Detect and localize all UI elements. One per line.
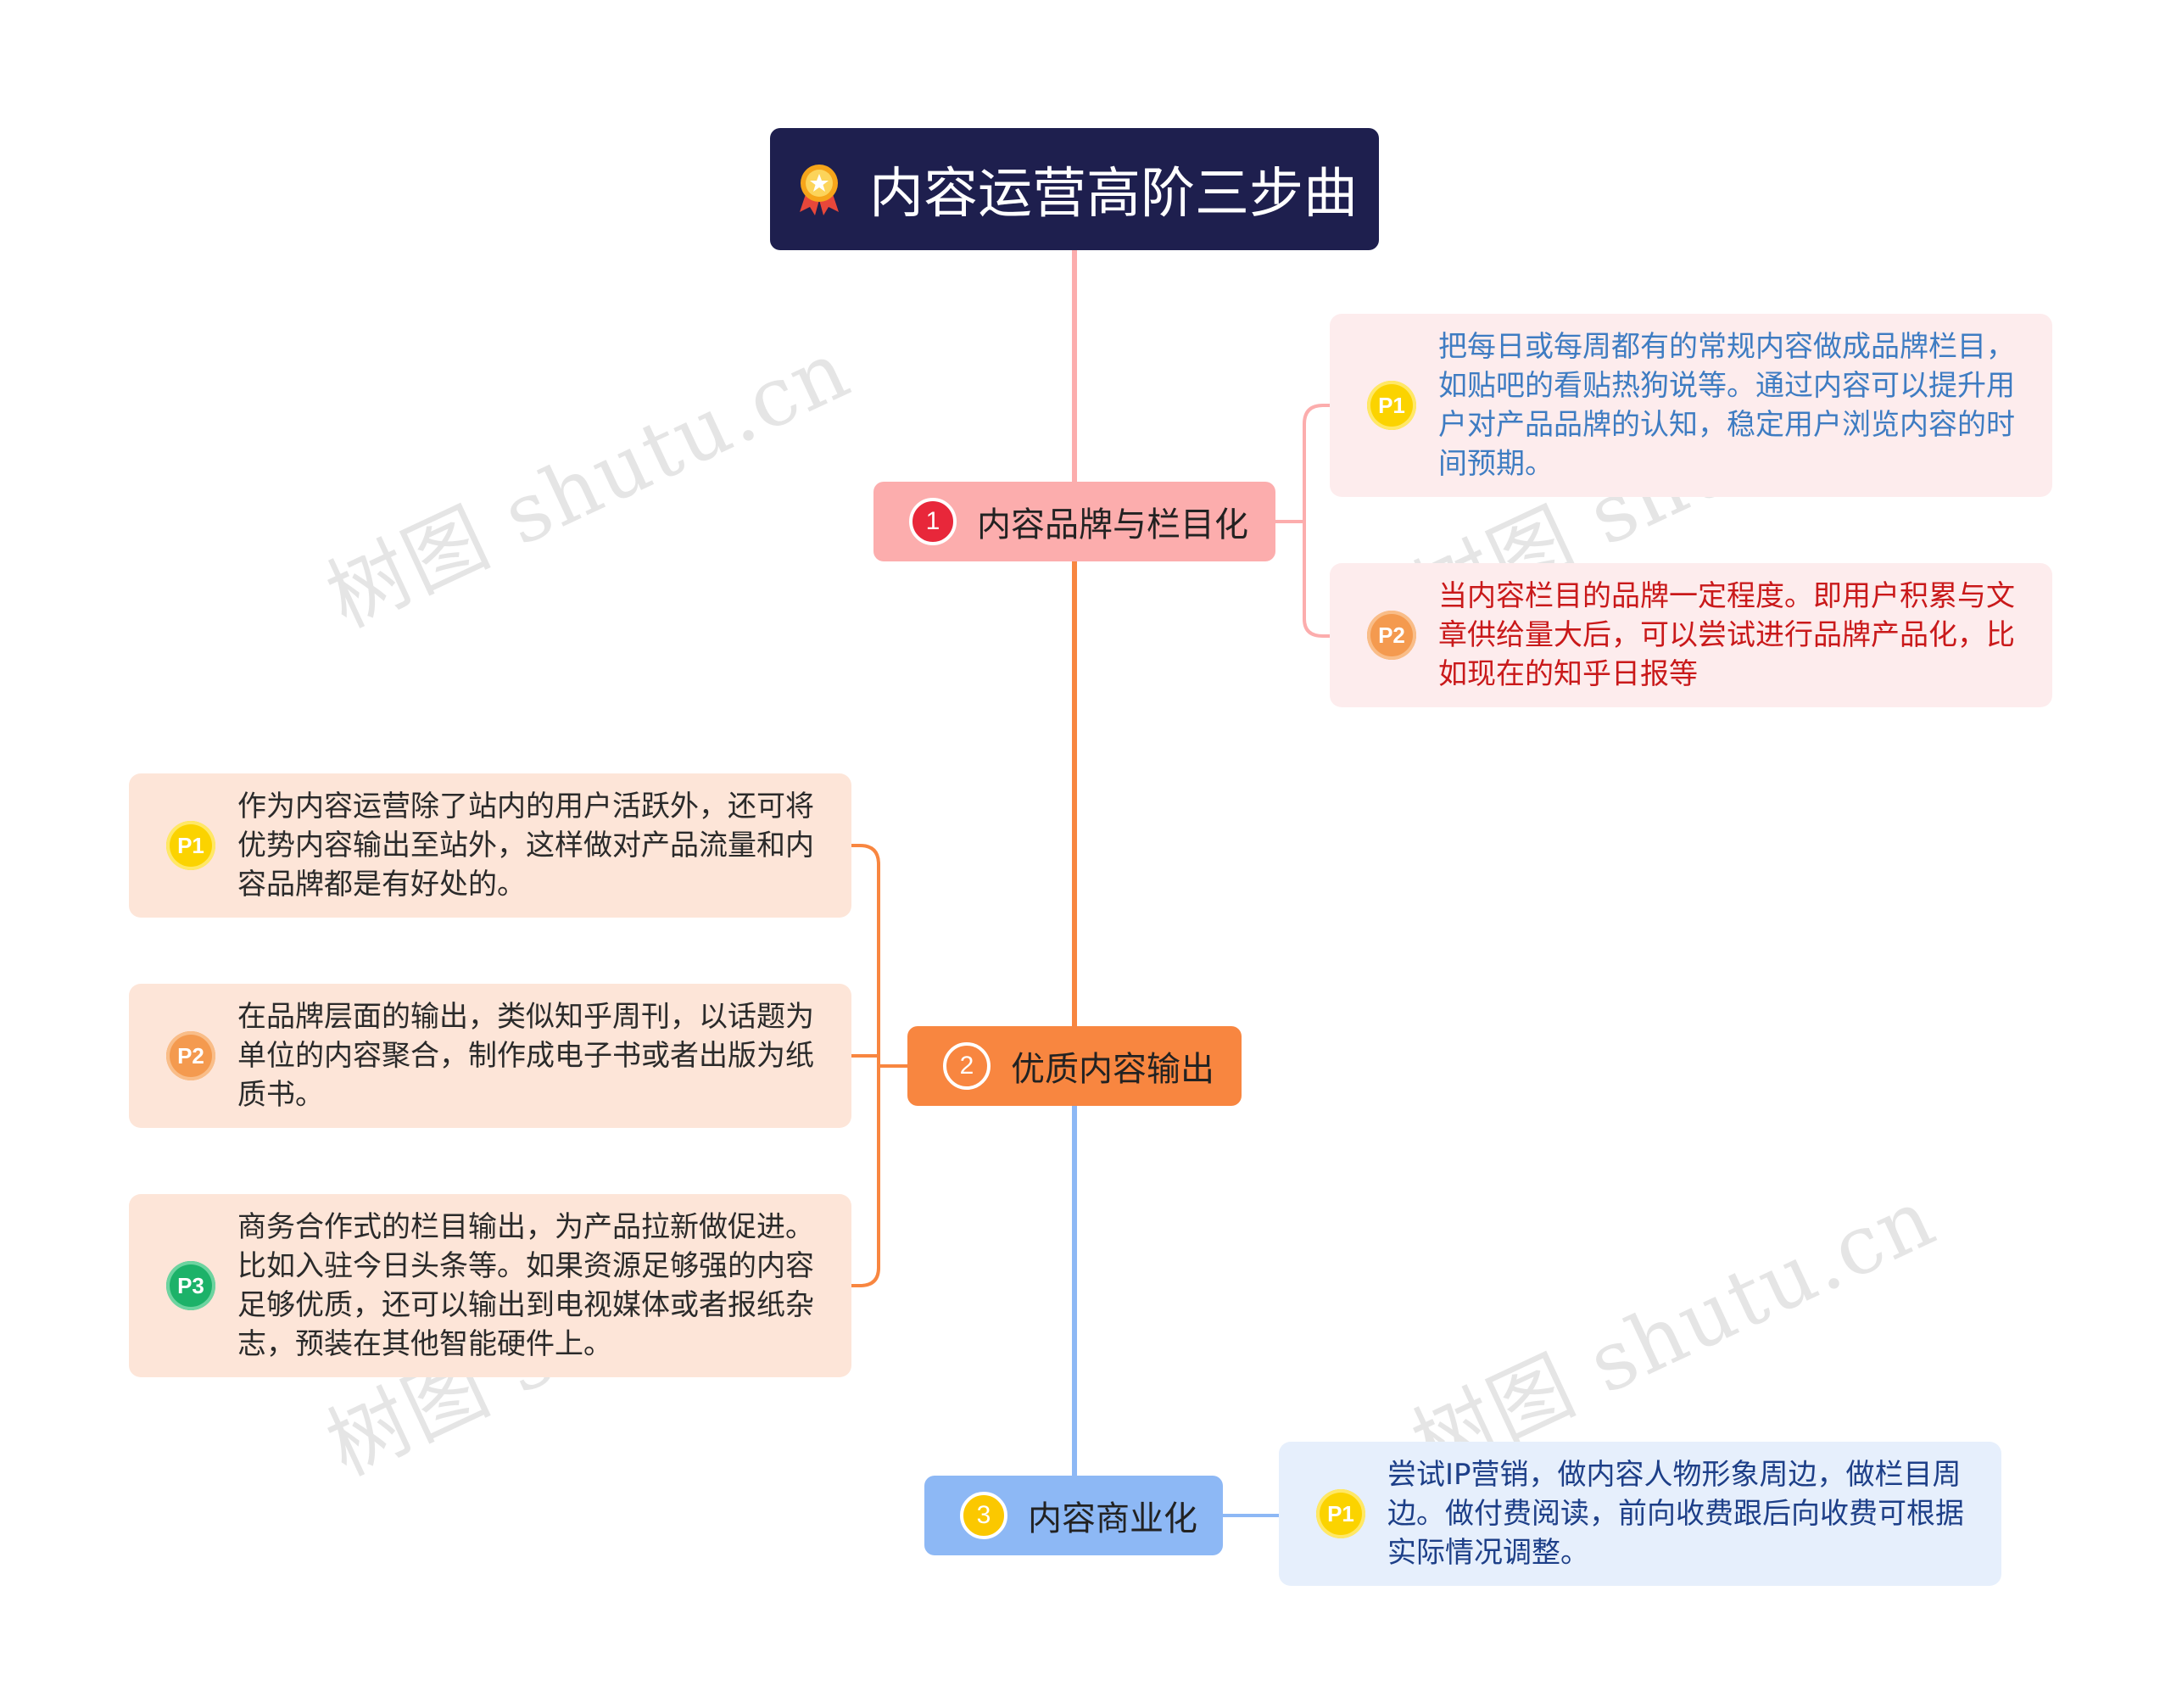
leaf-output-p1[interactable]: P1 作为内容运营除了站内的用户活跃外，还可将优势内容输出至站外，这样做对产品流… [129,773,851,918]
leaf-text: 把每日或每周都有的常规内容做成品牌栏目，如贴吧的看贴热狗说等。通过内容可以提升用… [1438,330,2015,481]
leaf-output-p2[interactable]: P2 在品牌层面的输出，类似知乎周刊，以话题为单位的内容聚合，制作成电子书或者出… [129,984,851,1128]
branch-quality-output[interactable]: 2 优质内容输出 [907,1026,1242,1106]
priority-p1-icon: P1 [166,821,215,870]
leaf-text: 当内容栏目的品牌一定程度。即用户积累与文章供给量大后，可以尝试进行品牌产品化，比… [1438,579,2015,691]
medal-icon [800,165,839,215]
branch-label: 内容商业化 [1028,1499,1197,1538]
root-topic[interactable]: 内容运营高阶三步曲 [770,128,1379,250]
priority-p2-icon: P2 [166,1031,215,1080]
leaf-text: 在品牌层面的输出，类似知乎周刊，以话题为单位的内容聚合，制作成电子书或者出版为纸… [237,1000,814,1112]
priority-p1-icon: P1 [1316,1489,1365,1538]
branch-commercialization[interactable]: 3 内容商业化 [924,1476,1223,1555]
leaf-branding-p2[interactable]: P2 当内容栏目的品牌一定程度。即用户积累与文章供给量大后，可以尝试进行品牌产品… [1330,563,2052,707]
priority-p2-icon: P2 [1367,611,1416,660]
branch-label: 内容品牌与栏目化 [977,505,1248,544]
number-1-icon: 1 [909,498,957,545]
leaf-branding-p1[interactable]: P1 把每日或每周都有的常规内容做成品牌栏目，如贴吧的看贴热狗说等。通过内容可以… [1330,314,2052,497]
leaf-text: 尝试IP营销，做内容人物形象周边，做栏目周边。做付费阅读，前向收费跟后向收费可根… [1387,1458,1964,1570]
priority-p1-icon: P1 [1367,381,1416,430]
root-title: 内容运营高阶三步曲 [869,163,1358,226]
leaf-text: 商务合作式的栏目输出，为产品拉新做促进。比如入驻今日头条等。如果资源足够强的内容… [237,1210,814,1361]
leaf-text: 作为内容运营除了站内的用户活跃外，还可将优势内容输出至站外，这样做对产品流量和内… [237,790,814,901]
branch-label: 优质内容输出 [1011,1050,1214,1089]
number-2-icon: 2 [943,1042,991,1090]
leaf-output-p3[interactable]: P3 商务合作式的栏目输出，为产品拉新做促进。比如入驻今日头条等。如果资源足够强… [129,1194,851,1377]
branch-content-branding[interactable]: 1 内容品牌与栏目化 [873,482,1275,561]
number-3-icon: 3 [960,1492,1007,1539]
leaf-commercial-p1[interactable]: P1 尝试IP营销，做内容人物形象周边，做栏目周边。做付费阅读，前向收费跟后向收… [1279,1442,2001,1586]
priority-p3-icon: P3 [166,1261,215,1310]
